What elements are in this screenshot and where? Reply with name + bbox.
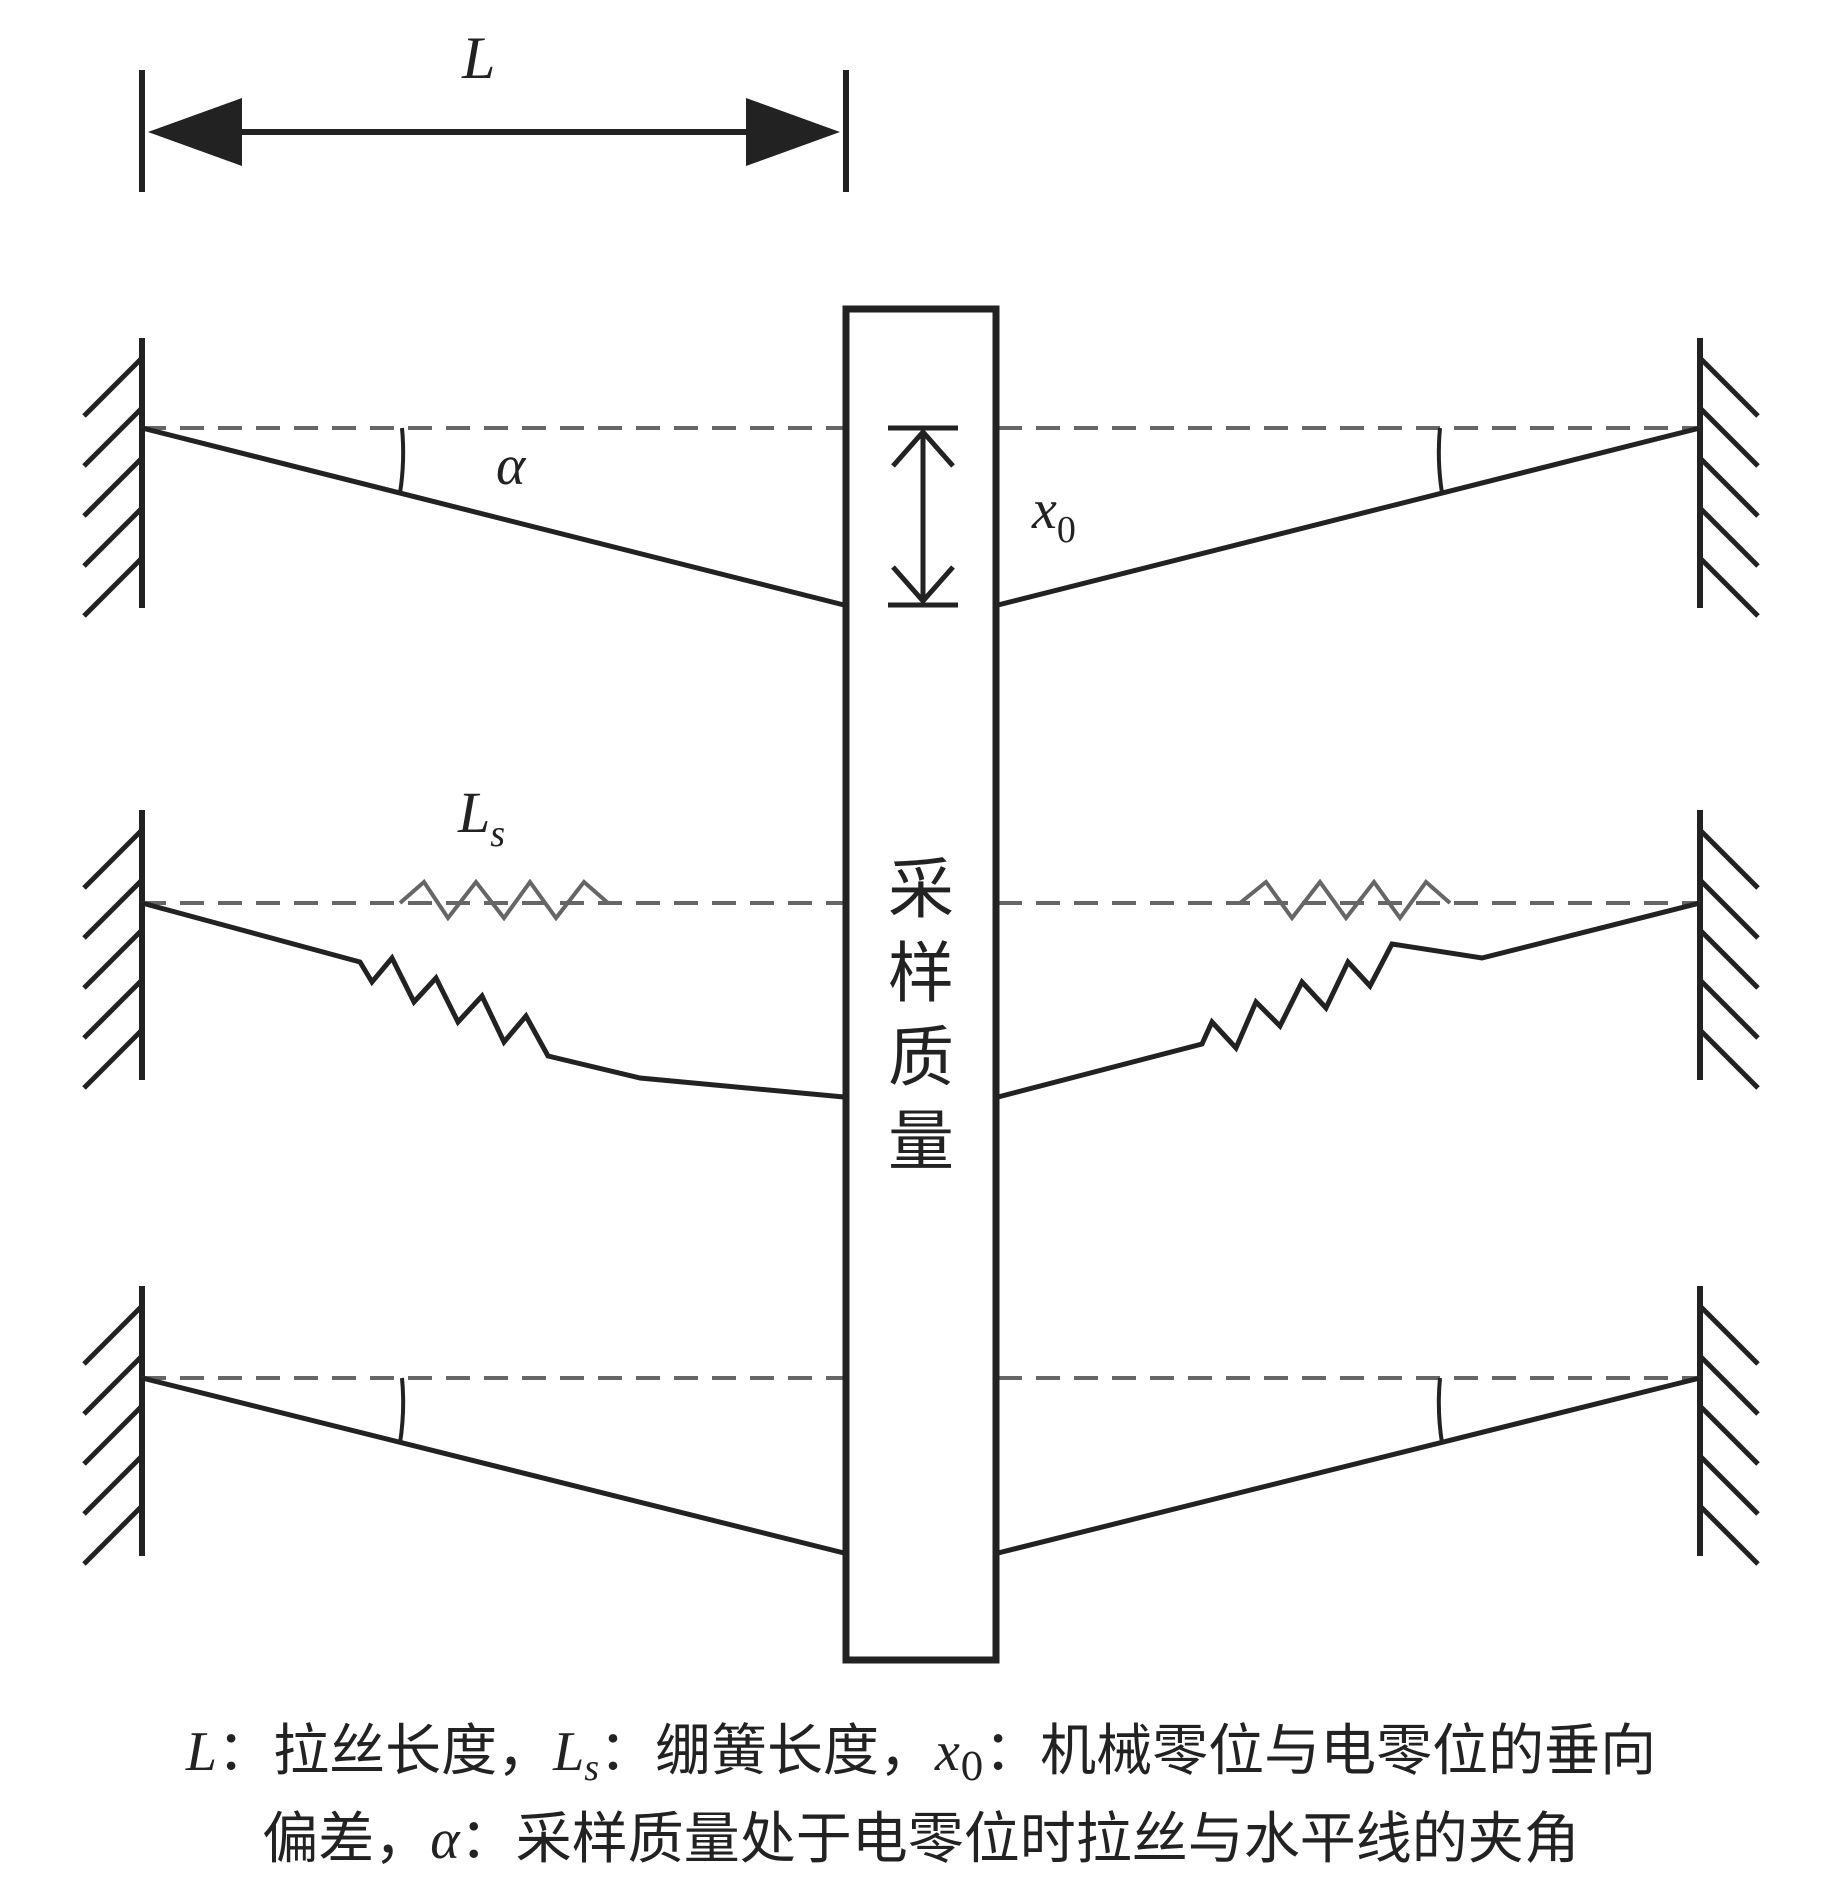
spring-rest-ghost-right xyxy=(1238,878,1452,922)
angle-arc-bottom-left xyxy=(398,1377,406,1444)
caption-symbol-x0: x xyxy=(934,1721,960,1783)
angle-arcs xyxy=(398,427,1444,1444)
angle-arc-top-left xyxy=(398,427,406,494)
label-Ls-main: L xyxy=(457,780,490,845)
label-x0: x0 xyxy=(1031,479,1076,551)
caption-text: ：采样质量处于电零位时拉丝与水平线的夹角 xyxy=(460,1807,1580,1872)
wall-right-bottom xyxy=(1700,1286,1758,1564)
mass-label-char: 量 xyxy=(888,1103,954,1180)
caption-text: ：拉丝长度， xyxy=(217,1719,553,1784)
caption-line-1: L：拉丝长度，Ls：绷簧长度，x0：机械零位与电零位的垂向 xyxy=(185,1719,1656,1789)
label-L: L xyxy=(461,25,495,91)
label-alpha: α xyxy=(496,435,527,497)
caption-symbol-Ls: L xyxy=(552,1721,584,1783)
label-Ls-sub: s xyxy=(490,813,505,855)
caption-symbol-alpha: α xyxy=(430,1809,461,1871)
spring-rest-ghost-left xyxy=(398,878,610,922)
wire-bottom-right xyxy=(997,1375,1701,1556)
wire-top-right xyxy=(997,425,1701,608)
dimension-arrow-left xyxy=(148,98,242,166)
suspension-wires xyxy=(141,425,1701,1556)
x0-arrow-up xyxy=(891,428,955,468)
caption-text: ：机械零位与电零位的垂向 xyxy=(984,1719,1656,1784)
wall-left-middle xyxy=(84,810,142,1088)
wall-right-middle xyxy=(1700,810,1758,1088)
wire-top-left xyxy=(141,425,845,608)
caption-line-2: 偏差，α：采样质量处于电零位时拉丝与水平线的夹角 xyxy=(262,1807,1579,1872)
caption-symbol-L: L xyxy=(185,1721,217,1783)
dimension-arrow-right xyxy=(746,98,840,166)
spring-right xyxy=(997,900,1701,1100)
sampling-mass-label: 采 样 质 量 xyxy=(888,851,954,1180)
wall-left-top xyxy=(84,338,142,616)
caption-symbol-Ls-sub: s xyxy=(584,1747,599,1789)
label-x0-main: x xyxy=(1031,479,1057,541)
caption-text: ：绷簧长度， xyxy=(599,1719,935,1784)
label-x0-sub: 0 xyxy=(1057,509,1076,551)
length-dimension: L xyxy=(139,25,849,192)
caption-text: 偏差， xyxy=(262,1807,430,1872)
wall-left-bottom xyxy=(84,1286,142,1564)
mass-label-char: 采 xyxy=(888,851,954,928)
caption-symbol-x0-sub: 0 xyxy=(960,1745,984,1789)
spring-rest-ghost xyxy=(398,878,1452,922)
springs xyxy=(141,900,1701,1100)
angle-arc-top-right xyxy=(1436,427,1444,494)
angle-arc-bottom-right xyxy=(1436,1377,1444,1444)
x0-arrow-down xyxy=(891,565,955,605)
mass-label-char: 质 xyxy=(888,1019,954,1096)
label-Ls: Ls xyxy=(457,780,505,855)
wire-bottom-left xyxy=(141,1375,845,1556)
x0-offset-indicator xyxy=(888,425,958,608)
spring-left xyxy=(141,900,845,1100)
wall-right-top xyxy=(1700,338,1758,616)
mass-label-char: 样 xyxy=(888,935,954,1012)
sampling-mass xyxy=(842,305,1000,1664)
